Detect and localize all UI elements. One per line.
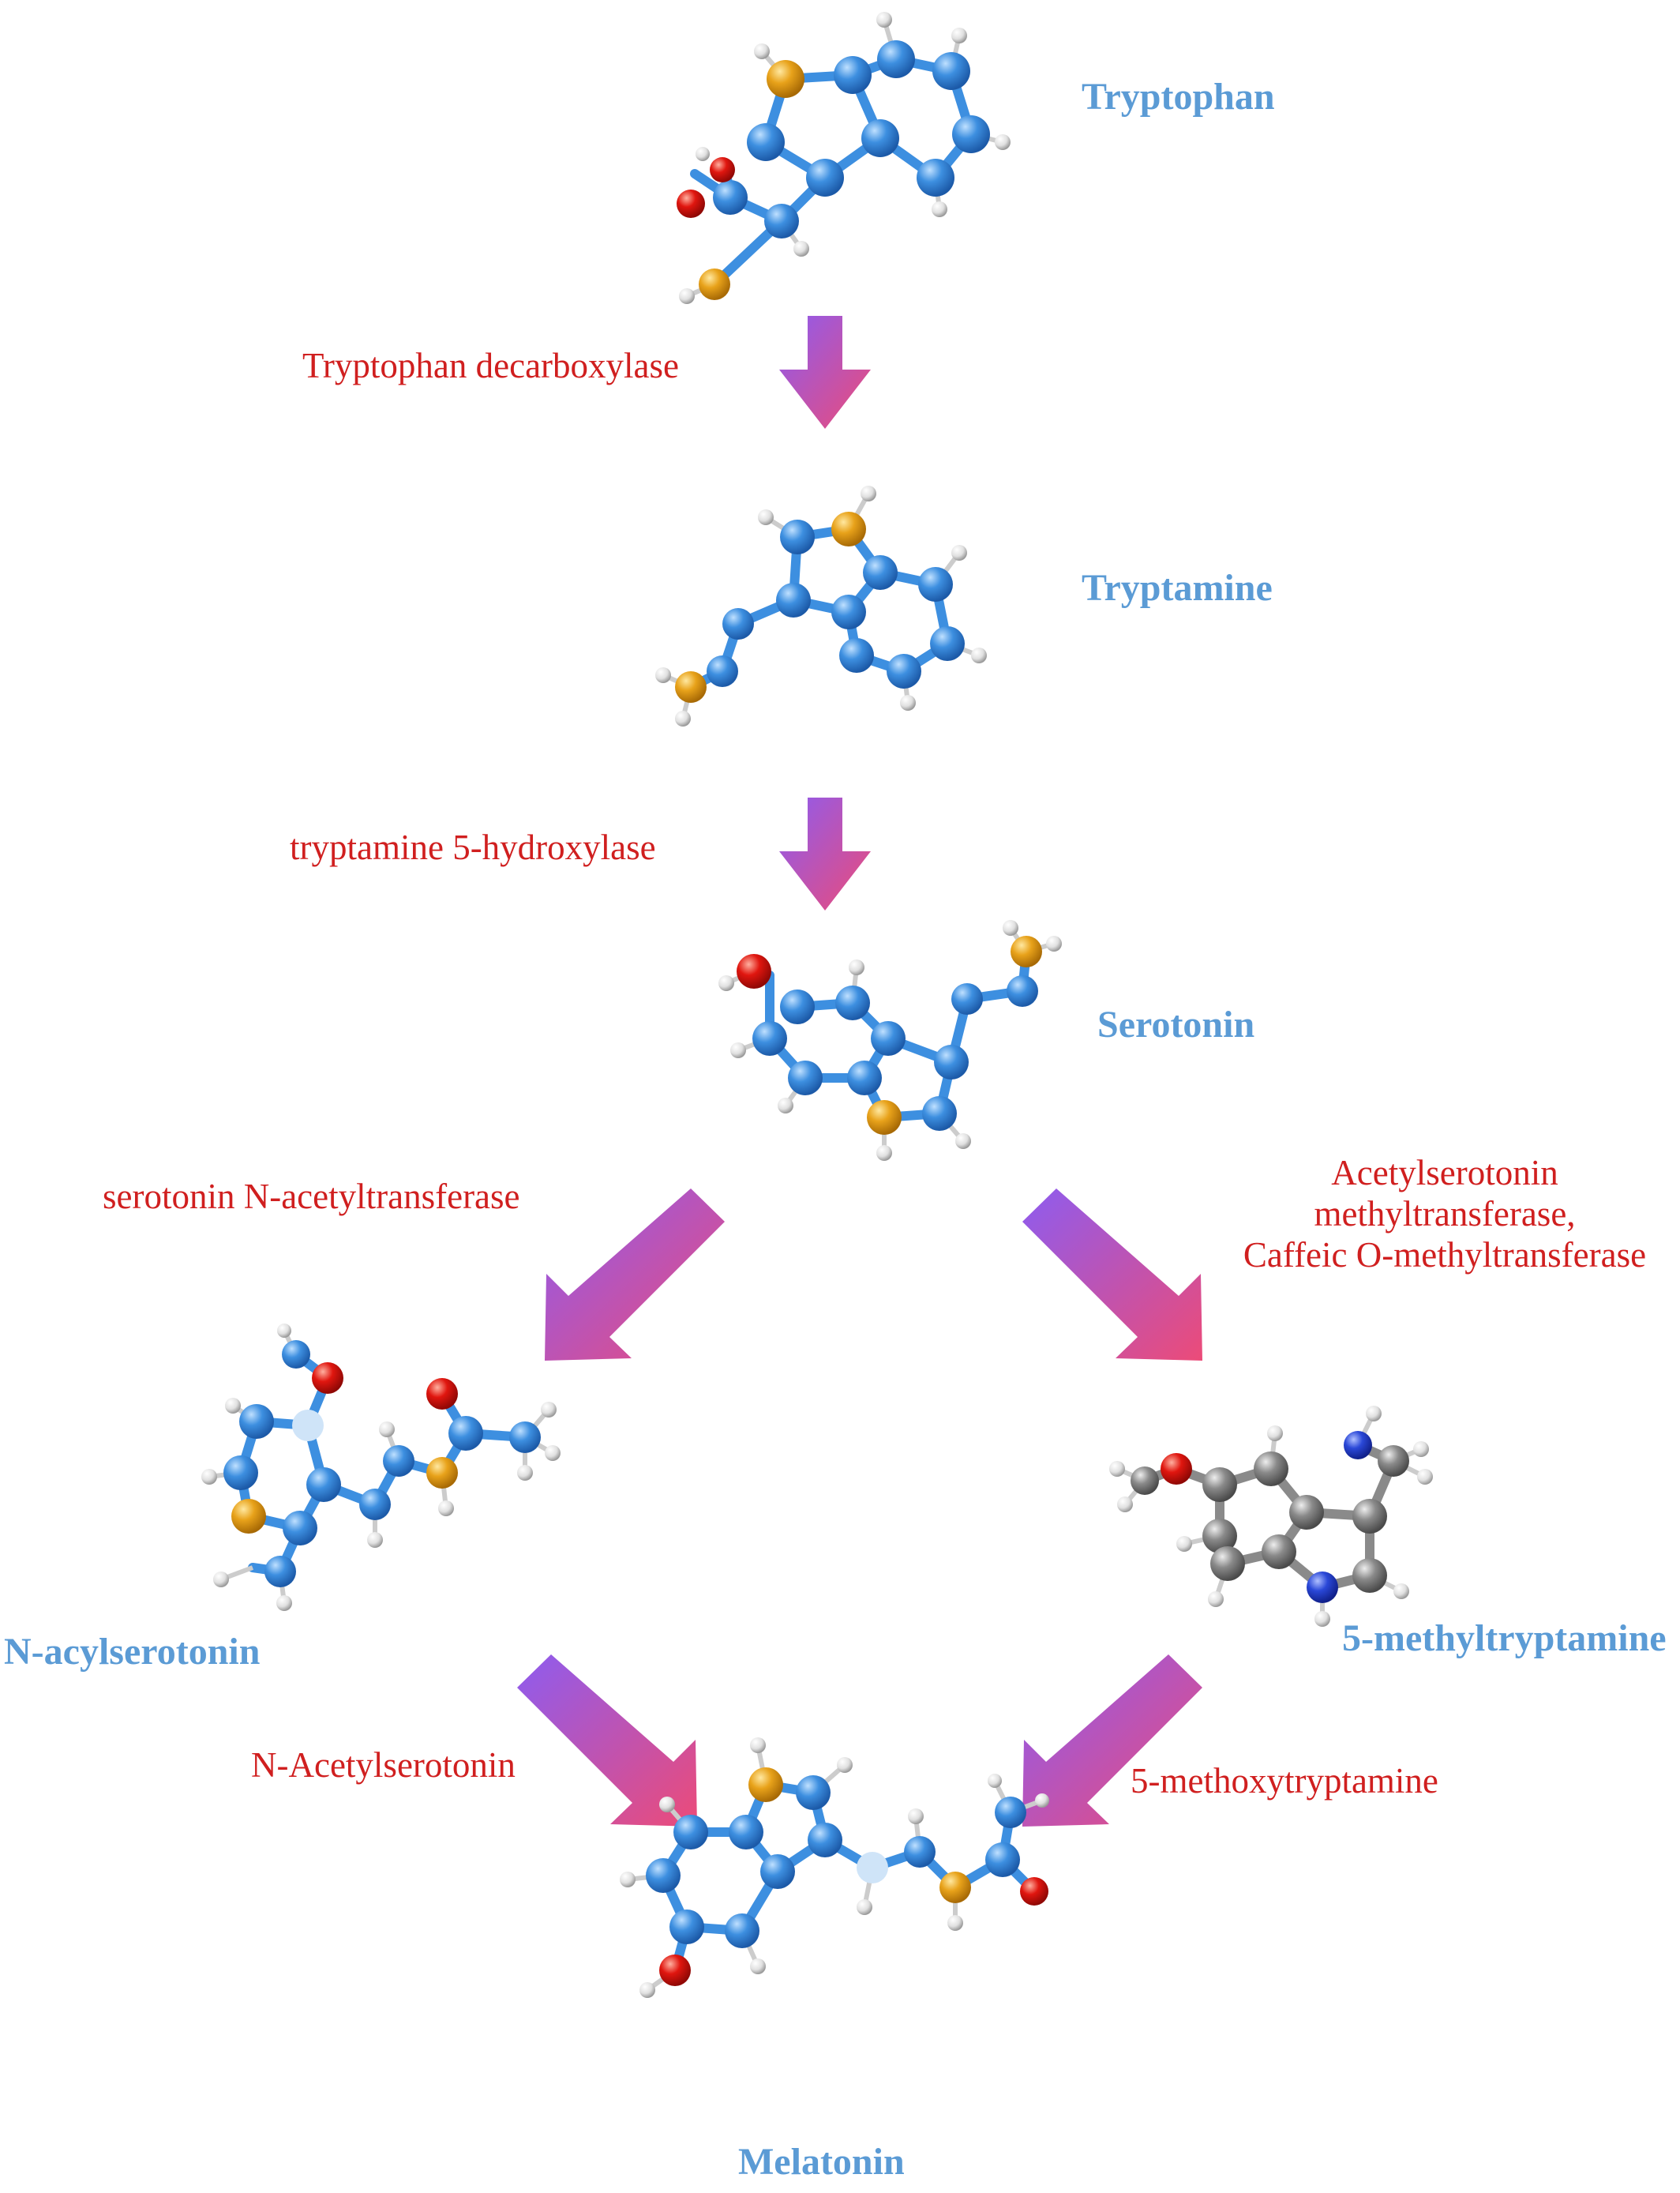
arrow-t5h [779, 798, 871, 911]
melatonin-label: Melatonin [738, 2141, 905, 2183]
arrow-5-methoxytryptamine [1022, 1654, 1202, 1827]
tryptamine-molecule [655, 486, 987, 727]
arrow-n-acetylserotonin [517, 1654, 697, 1827]
tryptophan-molecule [677, 12, 1011, 304]
melatonin-molecule [620, 1737, 1049, 1998]
asmt-line-2: methyltransferase, [1314, 1193, 1576, 1234]
n-acetylserotonin-enzyme-label: N-Acetylserotonin [251, 1745, 516, 1785]
tryptophan-label: Tryptophan [1082, 76, 1275, 118]
5-methoxytryptamine-enzyme-label: 5-methoxytryptamine [1131, 1761, 1438, 1801]
tryptophan-decarboxylase-label: Tryptophan decarboxylase [302, 346, 679, 385]
arrow-snat [545, 1189, 725, 1361]
serotonin-molecule [718, 920, 1062, 1161]
arrow-asmt [1022, 1189, 1202, 1361]
5-methyltryptamine-molecule [1109, 1406, 1433, 1627]
5-methyltryptamine-label: 5-methyltryptamine [1342, 1617, 1667, 1659]
serotonin-label: Serotonin [1097, 1004, 1255, 1046]
asmt-line-3: Caffeic O-methyltransferase [1243, 1234, 1647, 1275]
arrow-tdc [779, 316, 871, 429]
n-acylserotonin-molecule [201, 1324, 561, 1611]
serotonin-n-acetyltransferase-label: serotonin N-acetyltransferase [103, 1177, 520, 1216]
asmt-line-1: Acetylserotonin [1331, 1153, 1558, 1192]
n-acylserotonin-label: N-acylserotonin [4, 1631, 261, 1673]
acetylserotonin-methyltransferase-label: Acetylserotonin methyltransferase, Caffe… [1212, 1153, 1678, 1275]
tryptamine-label: Tryptamine [1082, 567, 1273, 609]
tryptamine-5-hydroxylase-label: tryptamine 5-hydroxylase [290, 828, 656, 867]
